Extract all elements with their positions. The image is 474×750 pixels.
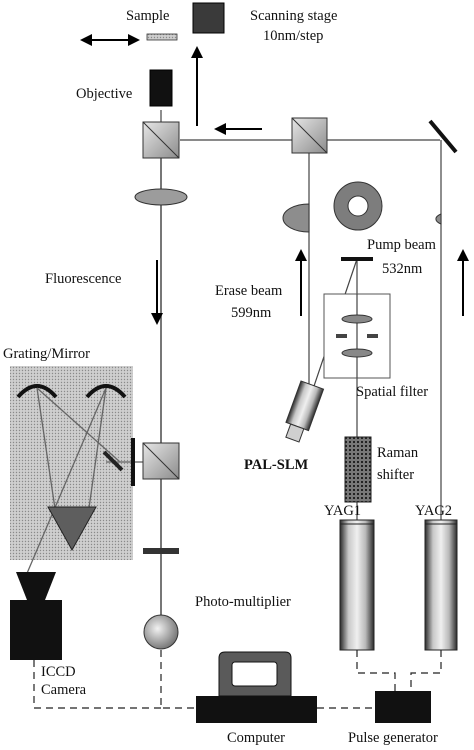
label-spatial-filter: Spatial filter — [356, 384, 428, 400]
beam-splitter-right — [291, 117, 328, 154]
photo-multiplier — [143, 614, 179, 650]
spatial-filter — [323, 293, 391, 379]
label-yag2: YAG2 — [415, 503, 452, 519]
left-arrow-beam — [214, 123, 262, 135]
vortex-phase-plate — [333, 181, 383, 231]
spectrometer — [10, 366, 133, 579]
sample-translation-arrow — [80, 34, 140, 46]
computer — [196, 651, 317, 723]
electrical-connections — [33, 650, 442, 709]
raman-shifter — [344, 436, 372, 503]
filter — [143, 548, 179, 554]
fluorescence-arrow — [151, 260, 163, 325]
label-erase-wavelength: 599nm — [231, 305, 272, 321]
label-photo-multiplier: Photo-multiplier — [195, 594, 291, 610]
sample-slide — [146, 33, 178, 41]
label-grating-mirror: Grating/Mirror — [3, 346, 90, 362]
label-pulse-generator: Pulse generator — [348, 730, 438, 746]
pal-slm — [285, 380, 325, 443]
erase-up-arrow — [295, 249, 307, 316]
beam-splitter-lower — [142, 442, 180, 480]
steering-mirror — [428, 119, 458, 154]
label-scanning-step: 10nm/step — [263, 28, 323, 44]
scanning-stage — [146, 2, 225, 41]
yag2-lens — [435, 213, 442, 225]
label-computer: Computer — [227, 730, 285, 746]
label-pump-beam: Pump beam — [367, 237, 437, 253]
focusing-lens — [134, 188, 188, 206]
scanning-stage-block — [192, 2, 225, 34]
label-pal-slm: PAL-SLM — [244, 457, 308, 473]
grating-right — [85, 384, 127, 399]
erase-beam-lens — [282, 203, 310, 233]
yag2-up-arrow — [457, 249, 469, 316]
yag2-laser — [424, 519, 458, 651]
label-erase-beam: Erase beam — [215, 283, 283, 299]
label-shifter: shifter — [377, 467, 414, 483]
label-camera: Camera — [41, 682, 87, 698]
label-iccd: ICCD — [41, 664, 76, 680]
label-objective: Objective — [76, 86, 132, 102]
label-scanning-stage: Scanning stage — [250, 8, 337, 24]
prism-triangle — [47, 506, 97, 552]
slit-mirror — [102, 450, 124, 472]
label-fluorescence: Fluorescence — [45, 271, 122, 287]
label-pump-wavelength: 532nm — [382, 261, 423, 277]
label-sample: Sample — [126, 8, 170, 24]
objective-lens — [149, 69, 173, 107]
iccd-camera — [10, 572, 62, 660]
label-raman: Raman — [377, 445, 419, 461]
beam-splitter-left — [142, 121, 180, 159]
pulse-generator — [375, 691, 431, 723]
yag1-laser — [339, 519, 375, 651]
grating-left — [16, 384, 58, 399]
stage-up-arrow — [191, 46, 203, 126]
label-yag1: YAG1 — [324, 503, 361, 519]
